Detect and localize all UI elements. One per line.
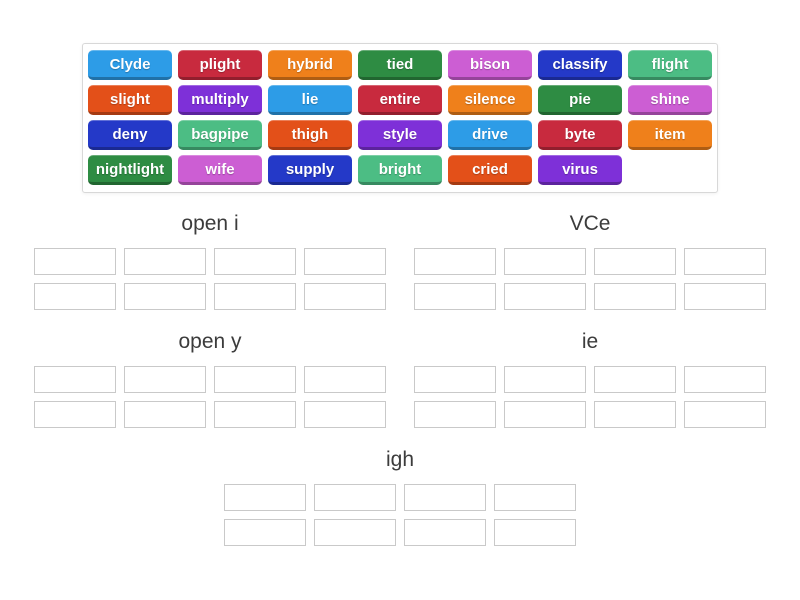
answer-slot[interactable] <box>494 519 576 546</box>
word-tile-deny[interactable]: deny <box>88 120 172 150</box>
answer-slot[interactable] <box>684 366 766 393</box>
word-tile-classify[interactable]: classify <box>538 50 622 80</box>
answer-slot[interactable] <box>594 366 676 393</box>
slot-grid <box>224 484 576 546</box>
answer-slot[interactable] <box>214 283 296 310</box>
group-title: igh <box>385 448 415 471</box>
word-tile-clyde[interactable]: Clyde <box>88 50 172 80</box>
word-tile-bright[interactable]: bright <box>358 155 442 185</box>
slot-grid <box>414 366 766 428</box>
answer-slot[interactable] <box>224 519 306 546</box>
word-tile-entire[interactable]: entire <box>358 85 442 115</box>
group-ie: ie <box>414 328 766 428</box>
answer-slot[interactable] <box>34 248 116 275</box>
slot-grid <box>414 248 766 310</box>
answer-slot[interactable] <box>684 248 766 275</box>
group-open-y: open y <box>34 328 386 428</box>
word-tile-nightlight[interactable]: nightlight <box>88 155 172 185</box>
word-tile-cried[interactable]: cried <box>448 155 532 185</box>
slot-grid <box>34 248 386 310</box>
answer-slot[interactable] <box>124 366 206 393</box>
group-vce: VCe <box>414 210 766 310</box>
answer-slot[interactable] <box>224 484 306 511</box>
answer-slot[interactable] <box>504 366 586 393</box>
group-title: open y <box>178 330 242 353</box>
answer-slot[interactable] <box>594 248 676 275</box>
answer-slot[interactable] <box>594 283 676 310</box>
answer-slot[interactable] <box>414 283 496 310</box>
word-tile-lie[interactable]: lie <box>268 85 352 115</box>
slot-grid <box>34 366 386 428</box>
answer-slot[interactable] <box>594 401 676 428</box>
answer-slot[interactable] <box>124 283 206 310</box>
answer-slot[interactable] <box>314 519 396 546</box>
answer-slot[interactable] <box>504 401 586 428</box>
group-title: ie <box>581 330 599 353</box>
word-tile-shine[interactable]: shine <box>628 85 712 115</box>
answer-slot[interactable] <box>684 401 766 428</box>
word-tile-flight[interactable]: flight <box>628 50 712 80</box>
answer-slot[interactable] <box>214 248 296 275</box>
word-tile-slight[interactable]: slight <box>88 85 172 115</box>
answer-slot[interactable] <box>124 401 206 428</box>
group-open-i: open i <box>34 210 386 310</box>
answer-slot[interactable] <box>34 366 116 393</box>
word-tile-supply[interactable]: supply <box>268 155 352 185</box>
word-tile-virus[interactable]: virus <box>538 155 622 185</box>
answer-slot[interactable] <box>124 248 206 275</box>
word-tile-item[interactable]: item <box>628 120 712 150</box>
answer-slot[interactable] <box>304 366 386 393</box>
word-tile-wife[interactable]: wife <box>178 155 262 185</box>
answer-slot[interactable] <box>684 283 766 310</box>
answer-slot[interactable] <box>304 283 386 310</box>
word-tile-bison[interactable]: bison <box>448 50 532 80</box>
word-tile-plight[interactable]: plight <box>178 50 262 80</box>
group-igh: igh <box>224 446 576 546</box>
answer-slot[interactable] <box>504 248 586 275</box>
answer-slot[interactable] <box>34 283 116 310</box>
answer-slot[interactable] <box>214 366 296 393</box>
answer-slot[interactable] <box>404 484 486 511</box>
word-tile-thigh[interactable]: thigh <box>268 120 352 150</box>
answer-slot[interactable] <box>414 401 496 428</box>
word-tile-tied[interactable]: tied <box>358 50 442 80</box>
answer-slot[interactable] <box>314 484 396 511</box>
word-tile-silence[interactable]: silence <box>448 85 532 115</box>
answer-slot[interactable] <box>404 519 486 546</box>
word-tile-hybrid[interactable]: hybrid <box>268 50 352 80</box>
word-tile-multiply[interactable]: multiply <box>178 85 262 115</box>
answer-slot[interactable] <box>34 401 116 428</box>
answer-slot[interactable] <box>414 366 496 393</box>
word-tile-pie[interactable]: pie <box>538 85 622 115</box>
word-tile-byte[interactable]: byte <box>538 120 622 150</box>
group-title: open i <box>181 212 239 235</box>
word-tile-drive[interactable]: drive <box>448 120 532 150</box>
answer-slot[interactable] <box>414 248 496 275</box>
answer-slot[interactable] <box>504 283 586 310</box>
word-tile-style[interactable]: style <box>358 120 442 150</box>
answer-slot[interactable] <box>304 248 386 275</box>
answer-slot[interactable] <box>494 484 576 511</box>
group-title: VCe <box>569 212 611 235</box>
answer-slot[interactable] <box>214 401 296 428</box>
word-tile-bagpipe[interactable]: bagpipe <box>178 120 262 150</box>
answer-slot[interactable] <box>304 401 386 428</box>
